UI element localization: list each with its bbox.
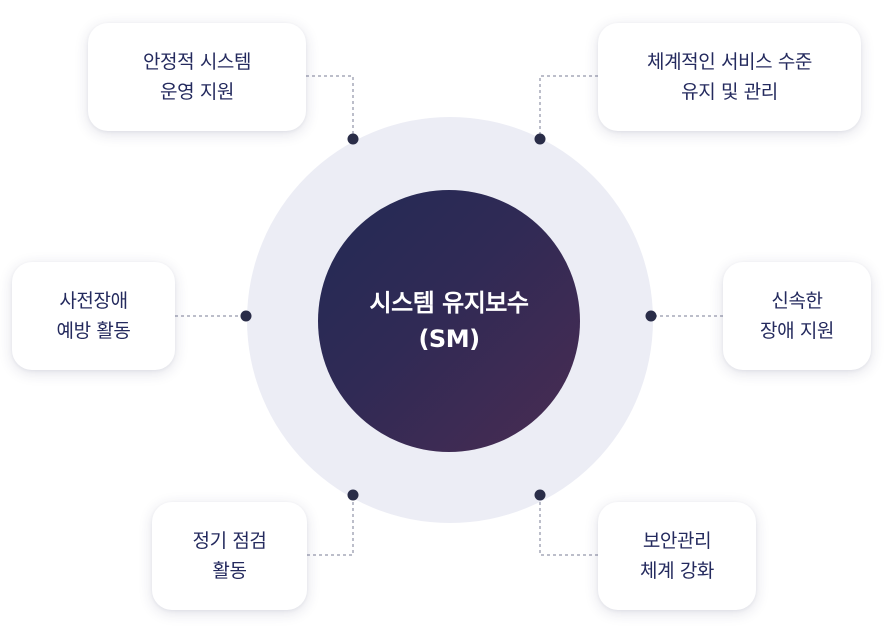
- connector-dot-rapid-support: [645, 310, 657, 322]
- node-card-stable-operation: 안정적 시스템 운영 지원: [88, 23, 306, 131]
- node-label-line2: 체계 강화: [640, 560, 714, 582]
- node-label-line2: 유지 및 관리: [681, 81, 778, 103]
- node-label-line1: 사전장애: [59, 290, 128, 312]
- connector-dot-stable-operation: [347, 133, 359, 145]
- node-card-failure-prevention: 사전장애 예방 활동: [12, 262, 175, 370]
- connector-dot-service-level: [534, 133, 546, 145]
- center-title: 시스템 유지보수: [369, 289, 529, 317]
- node-label-line2: 예방 활동: [56, 320, 131, 342]
- node-card-rapid-support: 신속한 장애 지원: [723, 262, 871, 370]
- node-label-line2: 활동: [212, 560, 247, 582]
- connector-line-regular-inspection: [307, 495, 354, 556]
- node-card-regular-inspection: 정기 점검 활동: [152, 502, 307, 610]
- connector-dot-regular-inspection: [347, 489, 359, 501]
- node-label-line1: 신속한: [771, 290, 823, 312]
- connector-line-stable-operation: [306, 75, 354, 139]
- connector-line-security-management: [539, 495, 598, 556]
- node-label-line1: 정기 점검: [192, 530, 267, 552]
- node-label-line1: 보안관리: [642, 530, 712, 552]
- center-circle: 시스템 유지보수 (SM): [318, 190, 580, 452]
- node-label-line2: 장애 지원: [760, 320, 834, 342]
- connector-dot-security-management: [534, 489, 546, 501]
- node-label-line2: 운영 지원: [160, 81, 234, 103]
- node-label-line1: 안정적 시스템: [142, 51, 252, 73]
- node-card-service-level: 체계적인 서비스 수준 유지 및 관리: [598, 23, 861, 131]
- node-label-line1: 체계적인 서비스 수준: [647, 51, 812, 73]
- connector-line-service-level: [539, 75, 598, 139]
- connector-dot-failure-prevention: [240, 310, 252, 322]
- node-card-security-management: 보안관리 체계 강화: [598, 502, 756, 610]
- center-subtitle: (SM): [418, 325, 480, 353]
